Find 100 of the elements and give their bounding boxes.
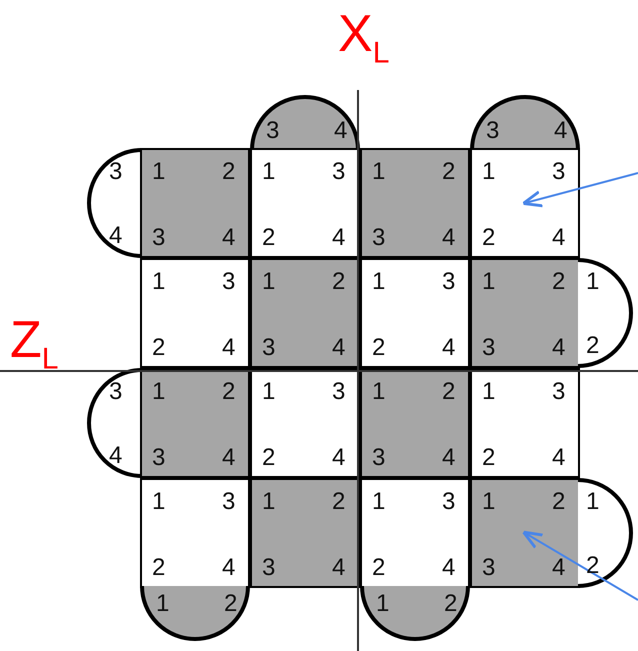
grid-square [250,258,360,368]
corner-number: 4 [332,446,346,470]
corner-number: 4 [552,556,566,580]
grid-square [470,148,580,258]
grid-square [250,148,360,258]
half-circle-tab [470,93,580,148]
grid-square [140,368,250,478]
grid-square [470,258,580,368]
corner-number: 3 [552,160,566,184]
corner-number: 1 [372,160,386,184]
grid-square [140,148,250,258]
corner-number: 4 [222,446,236,470]
corner-number: 3 [332,380,346,404]
axis-label: Z$_{L}$ [10,314,58,378]
corner-number: 3 [372,446,386,470]
corner-number: 2 [262,226,276,250]
corner-number: 2 [372,336,386,360]
half-circle-tab [85,148,140,258]
corner-number: 3 [486,119,500,143]
corner-number: 3 [262,336,276,360]
grid-square [140,478,250,588]
corner-number: 4 [222,226,236,250]
arrow [522,530,638,601]
half-circle-tab [580,258,635,368]
arrow [522,172,638,208]
corner-number: 3 [152,446,166,470]
corner-number: 4 [332,336,346,360]
corner-number: 3 [332,160,346,184]
corner-number: 2 [586,554,600,578]
corner-number: 4 [442,226,456,250]
corner-number: 3 [442,490,456,514]
corner-number: 2 [152,556,166,580]
half-circle-tab [140,588,250,643]
corner-number: 4 [442,556,456,580]
corner-number: 2 [332,270,346,294]
corner-number: 4 [332,556,346,580]
grid-square [360,478,470,588]
corner-number: 1 [262,490,276,514]
corner-number: 1 [152,270,166,294]
corner-number: 1 [586,270,600,294]
half-circle-tab [360,588,470,643]
corner-number: 4 [552,226,566,250]
grid-square [360,258,470,368]
corner-number: 1 [372,490,386,514]
corner-number: 2 [222,160,236,184]
corner-number: 1 [152,490,166,514]
corner-number: 4 [334,119,348,143]
corner-number: 2 [332,490,346,514]
corner-number: 1 [372,270,386,294]
corner-number: 2 [552,490,566,514]
corner-number: 1 [482,160,496,184]
corner-number: 3 [109,380,122,404]
corner-number: 1 [156,592,170,616]
corner-number: 4 [552,336,566,360]
corner-number: 1 [152,380,166,404]
corner-number: 3 [152,226,166,250]
corner-number: 2 [444,592,458,616]
grid-square [250,368,360,478]
corner-number: 2 [152,336,166,360]
corner-number: 2 [552,270,566,294]
corner-number: 4 [109,444,122,468]
corner-number: 2 [224,592,238,616]
corner-number: 1 [262,160,276,184]
half-circle-tab [85,368,140,478]
corner-number: 1 [262,270,276,294]
corner-number: 1 [376,592,390,616]
corner-number: 4 [442,446,456,470]
corner-number: 1 [586,490,600,514]
grid-square [360,148,470,258]
corner-number: 2 [482,226,496,250]
corner-number: 4 [442,336,456,360]
corner-number: 1 [372,380,386,404]
corner-number: 3 [482,336,496,360]
grid-square [140,258,250,368]
corner-number: 2 [222,380,236,404]
corner-number: 4 [222,336,236,360]
corner-number: 1 [482,270,496,294]
corner-number: 4 [554,119,568,143]
corner-number: 3 [222,270,236,294]
corner-number: 1 [262,380,276,404]
corner-number: 4 [222,556,236,580]
corner-number: 3 [552,380,566,404]
corner-number: 4 [332,226,346,250]
grid-square [250,478,360,588]
corner-number: 4 [109,224,122,248]
corner-number: 2 [262,446,276,470]
half-circle-tab [580,478,635,588]
corner-number: 2 [586,334,600,358]
corner-number: 4 [552,446,566,470]
corner-number: 1 [152,160,166,184]
corner-number: 3 [372,226,386,250]
corner-number: 3 [482,556,496,580]
corner-number: 1 [482,380,496,404]
half-circle-tab [250,93,360,148]
corner-number: 3 [266,119,280,143]
corner-number: 2 [372,556,386,580]
corner-number: 1 [482,490,496,514]
corner-number: 3 [109,160,122,184]
corner-number: 2 [442,160,456,184]
grid-square [470,478,580,588]
